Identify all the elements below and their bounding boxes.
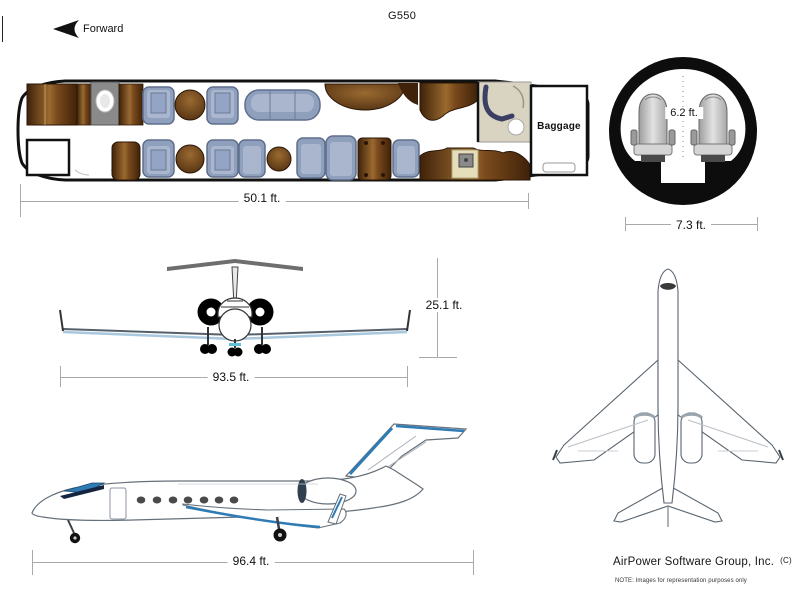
fuselage [31,465,424,521]
cabin-windows [136,496,239,504]
edge-mark [2,16,3,42]
cabin-length-label: 50.1 ft. [238,191,286,205]
baggage-label: Baggage [537,121,581,132]
cabinet [357,137,392,181]
forward-label: Forward [83,23,124,35]
engine-nacelle-left [633,412,656,464]
cabin-length-tick-right [528,193,529,209]
aircraft-side-view [31,423,468,544]
tail-fin [344,423,468,481]
cabin-height-label: 6.2 ft. [665,107,703,119]
front-stabilizer [167,259,303,271]
cabin-seats-bottom [142,135,420,181]
forward-arrow-icon [53,20,79,38]
winglet-right [406,309,411,332]
tail-height-tick-bottom [419,357,457,358]
aircraft-top-view [552,268,784,527]
baggage-compartment [529,84,589,177]
cabin-seats [142,86,321,125]
galley-cabinet [26,83,78,126]
engine-nacelle-right [680,412,703,464]
copyright-mark: (C) [780,556,792,565]
wingspan-label: 93.5 ft. [207,370,255,384]
company-credit: AirPower Software Group, Inc. (C) [613,556,792,568]
engine-nacelle [299,477,357,505]
wingspan-tick-right [407,366,408,387]
wingspan-tick-left [60,366,61,387]
cabin-width-label: 7.3 ft. [670,218,712,232]
lavatory [476,81,532,143]
cross-section-seat-right [690,93,736,162]
cabin-door [109,487,127,520]
length-tick-right [473,550,474,575]
windshield-top [660,283,676,290]
representation-note: NOTE: Images for representation purposes… [615,578,747,584]
length-label: 96.4 ft. [227,554,275,568]
aircraft-front-view [59,259,411,357]
aft-cabinet [419,82,479,121]
company-name: AirPower Software Group, Inc. [613,556,775,568]
xsection-width-tick-right [757,217,758,231]
nose-gear [67,519,81,544]
winglet-left [59,309,64,332]
cabin-floor-plan [16,79,590,182]
fuselage-cross-section [609,57,757,205]
cabin-length-tick-left [20,184,21,217]
entry-door [25,138,71,177]
tail-height-label: 25.1 ft. [420,298,468,312]
main-gear [273,516,287,542]
page-title: G550 [388,10,417,22]
